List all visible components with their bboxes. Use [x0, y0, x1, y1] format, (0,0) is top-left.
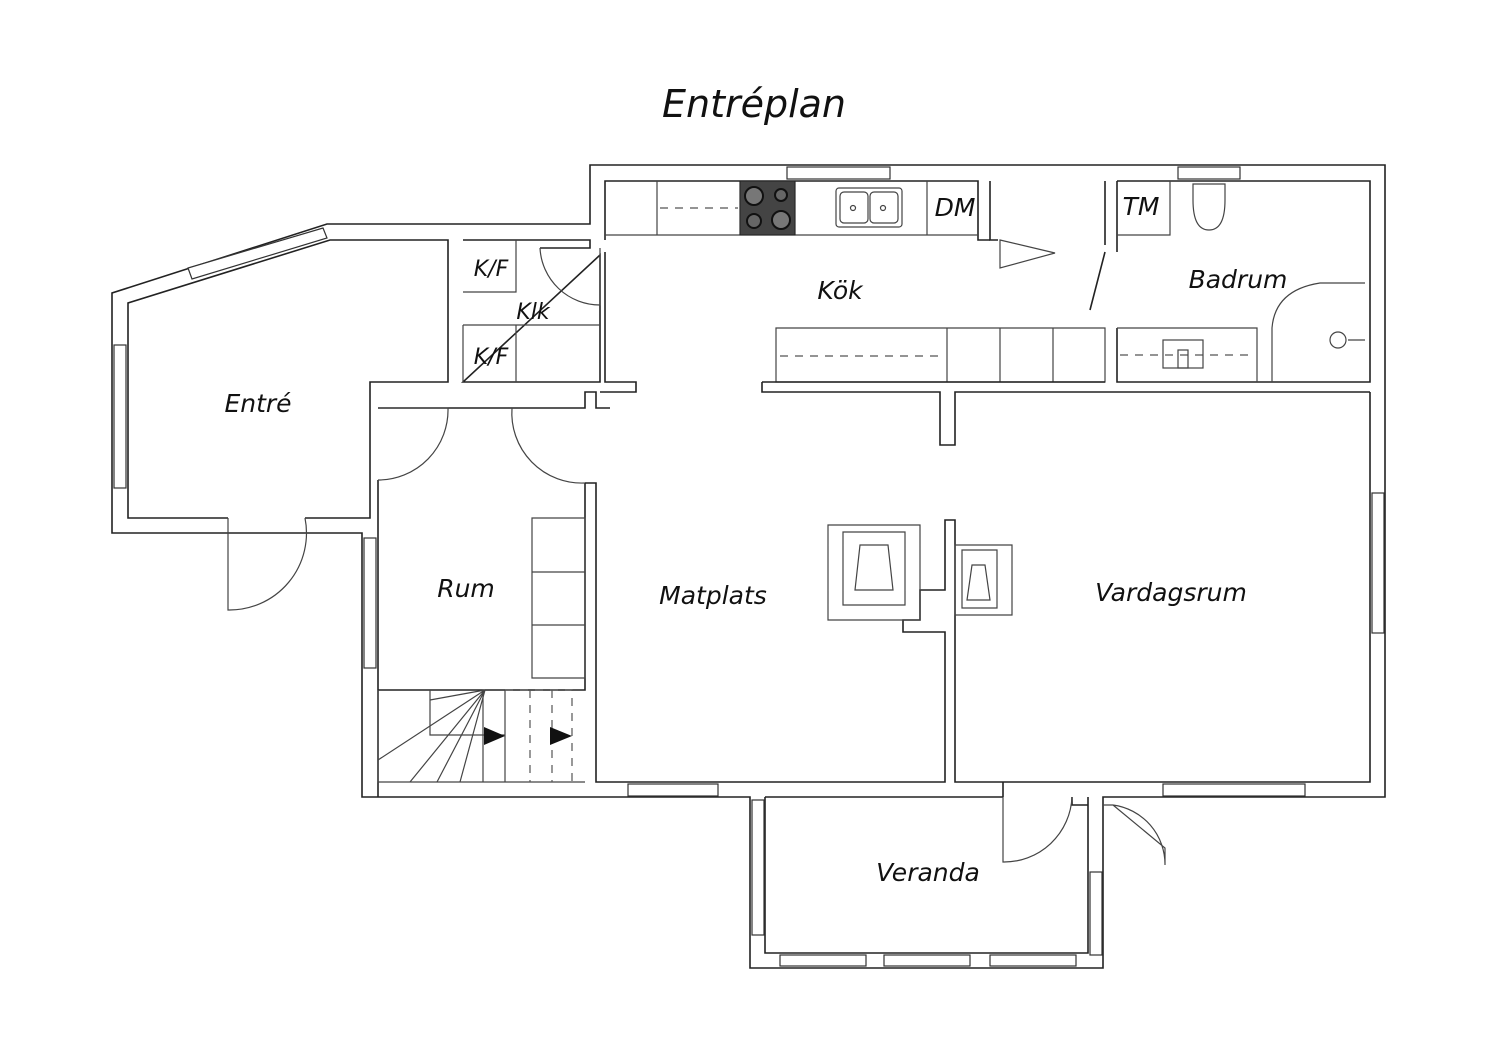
room-label-kf-top: K/F — [474, 257, 509, 282]
room-label-veranda: Veranda — [876, 858, 980, 887]
toilet-icon — [1192, 183, 1226, 231]
windows — [113, 166, 1385, 967]
label-tm: TM — [1123, 192, 1160, 221]
shower-icon — [1329, 331, 1365, 349]
room-label-kok: Kök — [817, 276, 864, 305]
room-label-matplats: Matplats — [659, 581, 767, 610]
room-label-entre: Entré — [224, 389, 291, 418]
room-label-kf-bottom: K/F — [474, 345, 509, 370]
walls — [111, 164, 1386, 969]
room-label-badrum: Badrum — [1189, 265, 1288, 294]
washbasin-icon — [1162, 339, 1204, 369]
room-labels: Entré Klk K/F K/F Kök DM TM Badrum Rum M… — [224, 192, 1287, 887]
room-label-klk: Klk — [516, 300, 551, 325]
sink-icon — [835, 187, 903, 228]
room-label-vardagsrum: Vardagsrum — [1095, 578, 1247, 607]
doors — [227, 247, 1166, 866]
room-label-rum: Rum — [437, 574, 495, 603]
label-dm: DM — [935, 193, 976, 222]
plan-title: Entréplan — [662, 82, 846, 126]
stove-icon — [739, 180, 796, 236]
